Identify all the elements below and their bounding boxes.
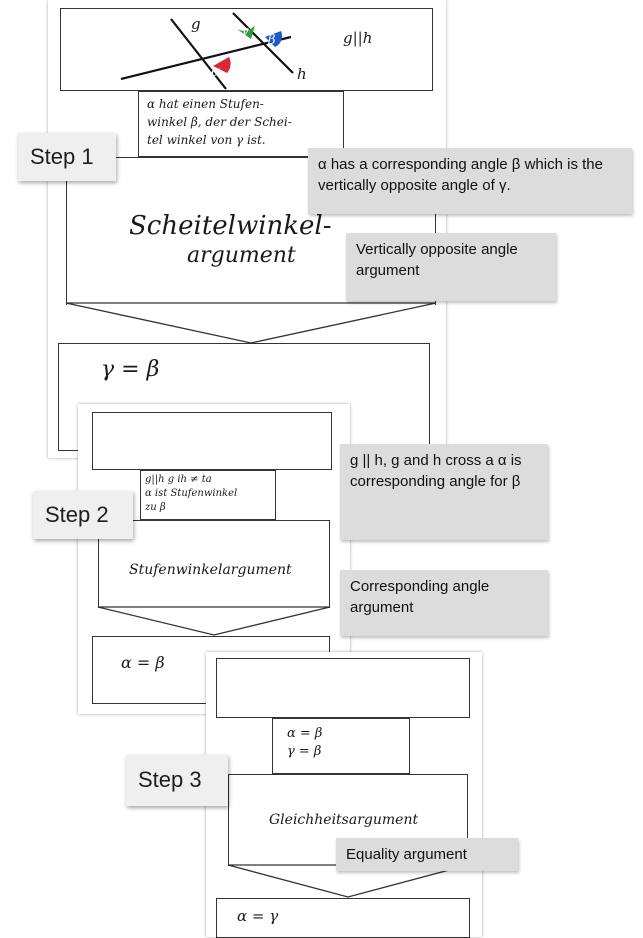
step3-sheet: α = β γ = β Gleichheitsargument α = γ	[206, 652, 482, 938]
angle-label-beta: β	[268, 33, 276, 48]
step1-premise-line3: tel winkel von γ ist.	[147, 133, 266, 147]
step2-figure-box	[92, 412, 332, 470]
line-label-g: g	[191, 15, 201, 33]
step1-premise-line1: α hat einen Stufen-	[147, 97, 264, 111]
step2-premise-line3: zu β	[145, 502, 166, 513]
angle-label-gamma: γ	[241, 24, 249, 39]
step3-conclusion-box: α = γ	[216, 898, 470, 938]
parallel-lines-figure	[120, 12, 294, 90]
step2-premise-line2: α ist Stufenwinkel	[145, 488, 238, 499]
line-label-h: h	[297, 65, 307, 83]
step3-premise-box: α = β γ = β	[272, 718, 410, 774]
step3-conclusion: α = γ	[237, 907, 279, 925]
step3-argument: Gleichheitsargument	[269, 812, 419, 828]
step1-label: Step 1	[18, 133, 116, 181]
step2-premise-line1: g||h g ih ≠ ta	[145, 474, 212, 485]
step3-figure-box	[216, 658, 470, 718]
step3-label: Step 3	[126, 755, 228, 806]
step2-label: Step 2	[33, 491, 133, 539]
step3-premise-line1: α = β	[287, 726, 323, 741]
angle-label-alpha: α	[211, 64, 221, 80]
step2-conclusion: α = β	[121, 653, 165, 672]
step1-down-arrow	[65, 302, 437, 344]
step2-argument: Stufenwinkelargument	[129, 562, 292, 578]
step3-premise-line2: γ = β	[287, 744, 322, 759]
step2-premise-translation: g || h, g and h cross a α is correspondi…	[340, 444, 548, 540]
step1-argument-translation: Vertically opposite angle argument	[346, 233, 556, 301]
step1-premise-translation: α has a corresponding angle β which is t…	[308, 148, 632, 214]
step1-premise-box: α hat einen Stufen- winkel β, der der Sc…	[138, 91, 344, 157]
step1-figure-box: g h α γ β g||h	[60, 8, 433, 91]
step1-sheet: g h α γ β g||h α hat einen Stufen- winke…	[48, 0, 446, 458]
step3-argument-translation: Equality argument	[336, 838, 518, 871]
relation-label: g||h	[343, 29, 373, 47]
step1-premise-line2: winkel β, der der Schei-	[147, 115, 292, 129]
step2-down-arrow	[97, 606, 331, 636]
step2-argument-box: Stufenwinkelargument	[98, 520, 330, 608]
step1-argument-line2: argument	[187, 243, 296, 268]
step1-conclusion: γ = β	[101, 357, 160, 382]
step1-argument-line1: Scheitelwinkel-	[129, 211, 332, 241]
step2-argument-translation: Corresponding angle argument	[340, 570, 548, 636]
step2-premise-box: g||h g ih ≠ ta α ist Stufenwinkel zu β	[140, 470, 276, 520]
